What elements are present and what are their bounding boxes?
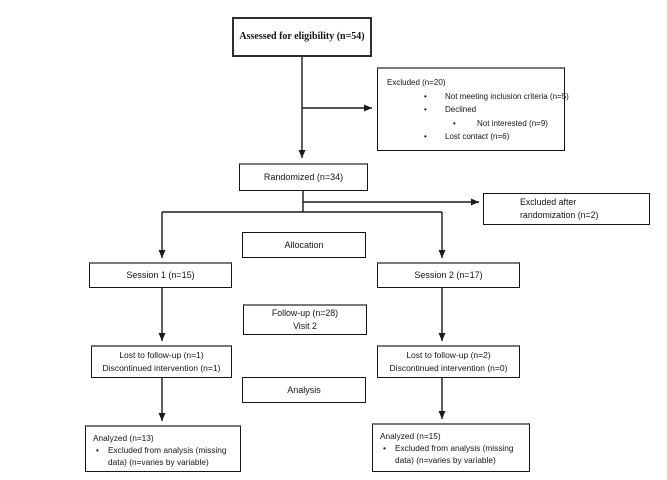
lost-left-line2: Discontinued intervention (n=1)	[102, 363, 221, 373]
followup-line1: Follow-up (n=28)	[271, 308, 339, 318]
excluded-after-line2: randomization (n=2)	[520, 210, 599, 220]
allocation-stage-box: Allocation	[242, 232, 366, 258]
excluded-item-text: Not meeting inclusion criteria (n=5)	[445, 91, 569, 101]
excluded-item-text: Not interested (n=9)	[477, 118, 548, 128]
analysis-label: Analysis	[287, 384, 321, 395]
excluded-box: Excluded (n=20) • Not meeting inclusion …	[377, 67, 569, 151]
excluded-item-text: Declined	[445, 105, 477, 114]
assessed-label: Assessed for eligibility (n=54)	[239, 30, 365, 42]
lost-to-followup-left-box: Lost to follow-up (n=1) Discontinued int…	[91, 345, 232, 378]
excluded-after-line1: Excluded after	[520, 197, 577, 207]
lost-right-line2: Discontinued intervention (n=0)	[389, 363, 508, 373]
allocation-label: Allocation	[284, 239, 324, 250]
analyzed-left-item: • Excluded from analysis (missing data) …	[93, 445, 236, 469]
excluded-after-randomization-box: Excluded after randomization (n=2)	[483, 193, 650, 225]
bullet-icon: •	[96, 444, 99, 455]
analyzed-left-title: Analyzed (n=13)	[93, 433, 154, 443]
excluded-subitem: • Not interested (n=9)	[387, 117, 561, 131]
session1-box: Session 1 (n=15)	[89, 262, 232, 288]
excluded-item: • Not meeting inclusion criteria (n=5)	[387, 90, 569, 104]
analyzed-right-item: • Excluded from analysis (missing data) …	[380, 443, 525, 467]
assessed-eligibility-box: Assessed for eligibility (n=54)	[232, 17, 372, 57]
analyzed-left-item-text: Excluded from analysis (missing data) (n…	[108, 444, 227, 467]
excluded-item: • Lost contact (n=6)	[387, 130, 561, 144]
analyzed-right-title: Analyzed (n=15)	[380, 431, 441, 441]
analyzed-right-item-text: Excluded from analysis (missing data) (n…	[395, 442, 514, 465]
lost-to-followup-right-box: Lost to follow-up (n=2) Discontinued int…	[377, 345, 520, 378]
bullet-icon: •	[383, 442, 386, 453]
excluded-item-text: Lost contact (n=6)	[445, 132, 510, 141]
analyzed-right-box: Analyzed (n=15) • Excluded from analysis…	[372, 423, 530, 472]
session1-label: Session 1 (n=15)	[126, 270, 195, 281]
followup-line2: Visit 2	[293, 321, 317, 331]
session2-label: Session 2 (n=17)	[414, 270, 483, 281]
excluded-item: • Declined	[387, 103, 561, 117]
session2-box: Session 2 (n=17)	[377, 262, 520, 288]
lost-right-line1: Lost to follow-up (n=2)	[406, 350, 491, 360]
analyzed-left-box: Analyzed (n=13) • Excluded from analysis…	[85, 425, 241, 472]
bullet-icon: •	[453, 118, 456, 128]
randomized-box: Randomized (n=34)	[239, 163, 368, 191]
bullet-icon: •	[424, 91, 427, 101]
lost-left-line1: Lost to follow-up (n=1)	[119, 350, 204, 360]
analysis-stage-box: Analysis	[242, 377, 366, 403]
excluded-title: Excluded (n=20)	[387, 78, 446, 87]
bullet-icon: •	[424, 132, 427, 141]
bullet-icon: •	[424, 105, 427, 114]
followup-stage-box: Follow-up (n=28) Visit 2	[243, 304, 367, 335]
randomized-label: Randomized (n=34)	[263, 172, 344, 183]
